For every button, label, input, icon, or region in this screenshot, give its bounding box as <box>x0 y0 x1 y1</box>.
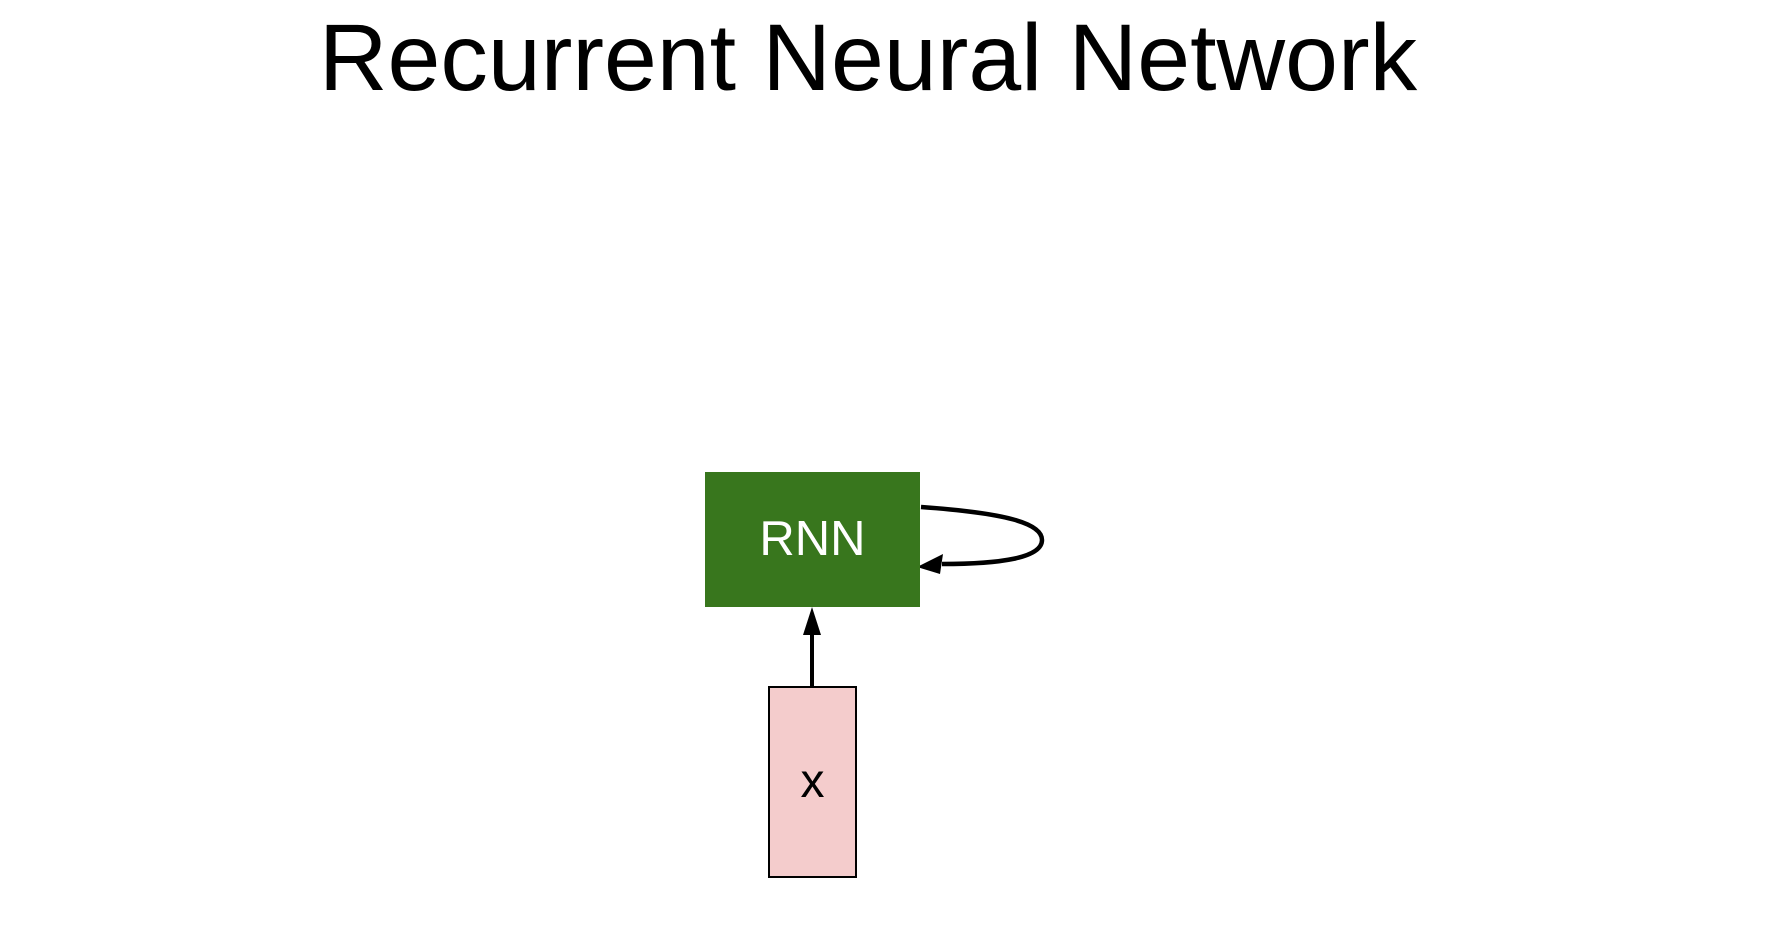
rnn-self-loop-curve <box>920 504 1045 567</box>
input-to-rnn-arrowhead-icon <box>803 607 821 635</box>
input-to-rnn-arrow <box>803 607 821 686</box>
rnn-node: RNN <box>705 472 920 607</box>
rnn-node-label: RNN <box>759 512 866 566</box>
rnn-self-loop-arrowhead-icon <box>917 554 943 574</box>
input-node: x <box>768 686 857 878</box>
diagram-title: Recurrent Neural Network <box>318 5 1418 111</box>
input-node-label: x <box>800 755 825 808</box>
rnn-self-loop-arrow <box>917 504 1045 574</box>
